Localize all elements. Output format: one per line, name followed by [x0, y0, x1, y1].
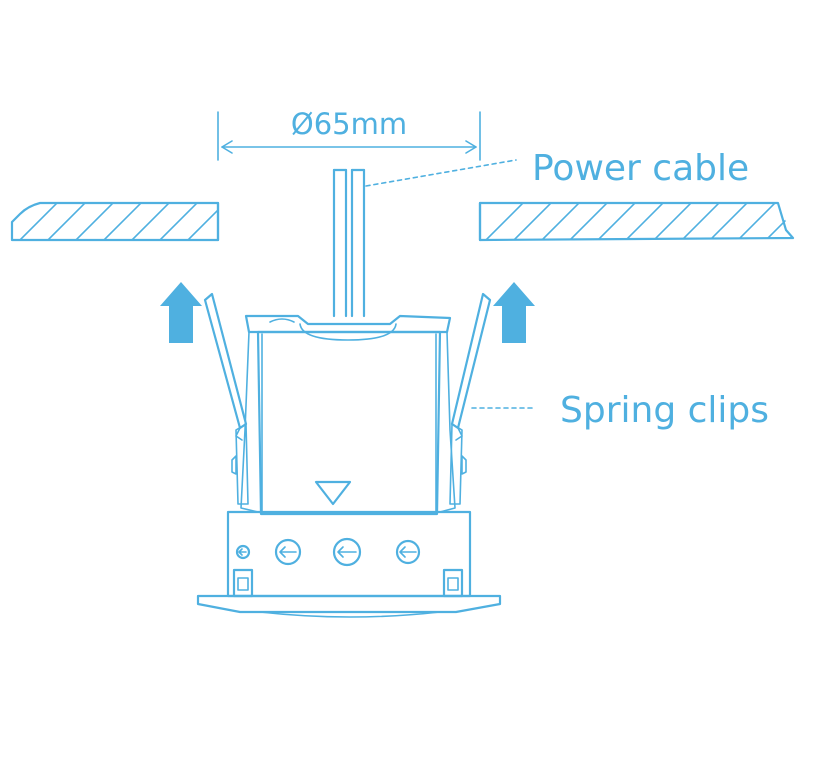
down-triangle-icon [314, 480, 352, 506]
left-arrow-circle-icon [395, 539, 421, 565]
ceiling-hatch-right [485, 203, 793, 240]
spring-clip-left [203, 292, 248, 441]
left-arrow-circle-icon [274, 538, 302, 566]
spring-clips-label: Spring clips [560, 390, 769, 431]
ceiling-board [10, 201, 795, 242]
diameter-label: Ø65mm [291, 107, 407, 141]
power-cable-callout: Power cable [365, 148, 749, 189]
power-cable-label: Power cable [532, 148, 749, 189]
up-arrow-icon [160, 282, 202, 343]
left-arrow-circle-icon [332, 537, 362, 567]
downlight-housing [196, 314, 502, 618]
ceiling-hatch-left [19, 203, 218, 240]
spring-clips-callout: Spring clips [471, 390, 769, 431]
up-arrow-icon [493, 282, 535, 343]
diameter-dimension: Ø65mm [217, 107, 481, 161]
left-arrow-circle-icon [235, 544, 251, 560]
spring-clip-right [450, 292, 492, 441]
power-cable [332, 168, 366, 318]
